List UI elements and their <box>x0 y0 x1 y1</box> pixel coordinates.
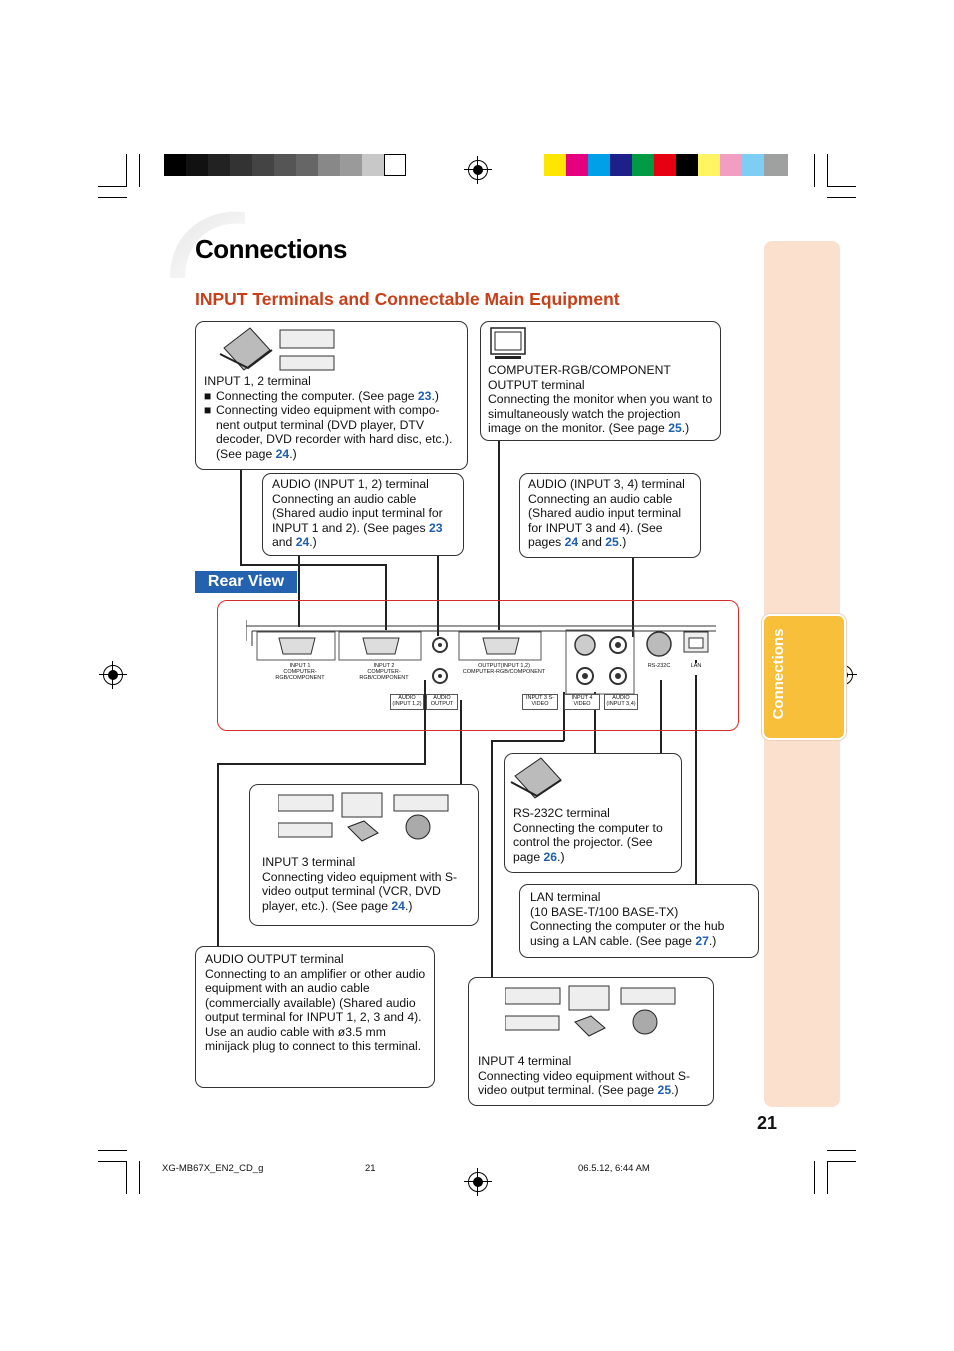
laptop-and-player-icon <box>219 327 335 371</box>
connector-line <box>491 740 564 742</box>
crop-mark <box>814 154 815 187</box>
audio34-callout: AUDIO (INPUT 3, 4) terminal Connecting a… <box>519 473 701 558</box>
panel-label-audio-in34: AUDIO (INPUT 3,4) <box>604 694 638 710</box>
vga-port-icon <box>278 637 316 655</box>
footer-timestamp: 06.5.12, 6:44 AM <box>578 1163 650 1174</box>
page-number: 21 <box>757 1113 778 1133</box>
connector-line <box>632 557 634 637</box>
audio-output-text: AUDIO OUTPUT terminal Connecting to an a… <box>205 952 426 1053</box>
connector-line <box>498 440 500 630</box>
side-tab-active <box>762 614 846 740</box>
video-equipment-icon <box>278 792 449 842</box>
audio12-callout: AUDIO (INPUT 1, 2) terminal Connecting a… <box>262 473 464 556</box>
input4-text: INPUT 4 terminal Connecting video equipm… <box>478 1054 691 1097</box>
connector-line <box>424 680 426 764</box>
panel-label-input3: INPUT 3 S-VIDEO <box>522 694 558 710</box>
connector-line <box>563 692 565 741</box>
rs232c-callout: RS-232C terminal Connecting the computer… <box>504 753 682 873</box>
rear-panel-drawing <box>246 620 716 695</box>
panel-label-output: OUTPUT(INPUT 1,2)COMPUTER-RGB/COMPONENT <box>462 663 546 679</box>
footer-page: 21 <box>365 1163 376 1174</box>
crop-mark <box>827 1161 828 1194</box>
page-title: Connections <box>195 234 347 264</box>
panel-label-audio-out: AUDIO OUTPUT <box>426 694 458 710</box>
monitor-icon <box>490 327 526 359</box>
crop-mark <box>827 186 856 187</box>
vga-port-icon <box>362 637 400 655</box>
registration-mark-icon <box>464 1168 492 1196</box>
section-heading: INPUT Terminals and Connectable Main Equ… <box>195 289 620 309</box>
laptop-icon <box>510 757 562 799</box>
input12-callout: INPUT 1, 2 terminal ■Connecting the comp… <box>195 321 468 470</box>
crop-mark <box>126 154 127 187</box>
connector-line <box>217 763 219 947</box>
connector-line <box>240 468 242 565</box>
lan-callout: LAN terminal (10 BASE-T/100 BASE-TX) Con… <box>519 884 759 958</box>
crop-mark <box>827 1150 856 1151</box>
connector-line <box>240 564 386 566</box>
connector-line <box>594 692 596 754</box>
crop-mark <box>98 1150 127 1151</box>
footer-filename: XG-MB67X_EN2_CD_g <box>162 1163 264 1174</box>
connector-line <box>695 660 697 884</box>
rs232c-text: RS-232C terminal Connecting the computer… <box>513 806 663 864</box>
title-swoosh-icon <box>170 211 245 278</box>
crop-mark <box>126 1161 127 1194</box>
connector-line <box>491 740 493 978</box>
audio34-text: AUDIO (INPUT 3, 4) terminal Connecting a… <box>528 477 685 549</box>
input3-text: INPUT 3 terminal Connecting video equipm… <box>262 855 458 913</box>
crop-mark <box>98 186 127 187</box>
connector-line <box>437 556 439 636</box>
crop-mark <box>827 197 856 198</box>
lan-text: LAN terminal (10 BASE-T/100 BASE-TX) Con… <box>530 890 725 948</box>
rgb-output-callout: COMPUTER-RGB/COMPONENT OUTPUT terminal C… <box>480 321 721 441</box>
connector-line <box>385 564 387 630</box>
crop-mark <box>98 197 127 198</box>
connector-line <box>217 763 426 765</box>
crop-mark <box>98 1161 127 1162</box>
panel-label-lan: LAN <box>684 663 708 675</box>
panel-label-audio-in12: AUDIO (INPUT 1,2) <box>390 694 424 710</box>
crop-mark <box>139 154 140 187</box>
registration-mark-icon <box>99 661 127 689</box>
connector-line <box>660 680 662 754</box>
panel-label-rs232c: RS-232C <box>642 663 676 675</box>
rear-view-label: Rear View <box>195 571 297 593</box>
registration-mark-icon <box>464 156 492 184</box>
audio12-text: AUDIO (INPUT 1, 2) terminal Connecting a… <box>272 477 443 549</box>
input4-callout: INPUT 4 terminal Connecting video equipm… <box>468 977 714 1106</box>
crop-mark <box>814 1161 815 1194</box>
audio-output-callout: AUDIO OUTPUT terminal Connecting to an a… <box>195 946 435 1088</box>
connector-line <box>460 700 462 784</box>
video-equipment-icon <box>505 985 676 1037</box>
panel-label-input4: INPUT 4 VIDEO <box>564 694 600 710</box>
crop-mark <box>827 1161 856 1162</box>
crop-mark <box>827 154 828 187</box>
vga-port-icon <box>482 637 520 655</box>
input3-callout: INPUT 3 terminal Connecting video equipm… <box>249 784 479 926</box>
side-tab-label: Connections <box>770 628 787 720</box>
connector-line <box>298 555 300 627</box>
crop-mark <box>139 1161 140 1194</box>
rgb-output-text: COMPUTER-RGB/COMPONENT OUTPUT terminal C… <box>488 363 713 435</box>
input12-text: INPUT 1, 2 terminal ■Connecting the comp… <box>204 374 453 461</box>
